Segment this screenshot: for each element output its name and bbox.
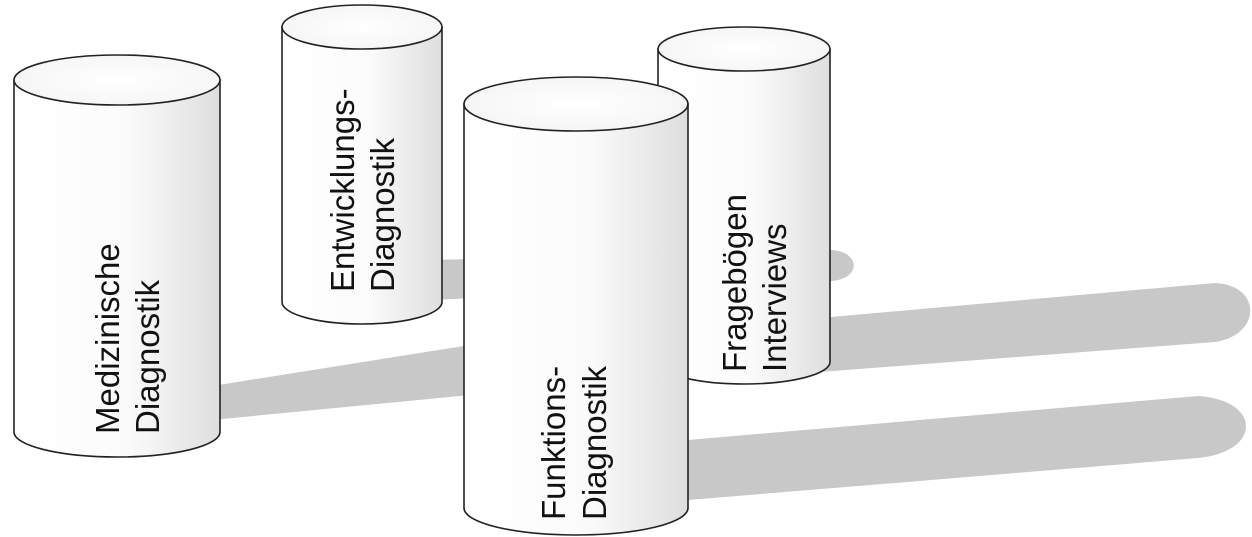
- pillar-funktions-label-line1: Funktions-: [535, 366, 572, 520]
- shadow-funktions: [688, 396, 1246, 500]
- pillar-entwicklungs: Entwicklungs- Diagnostik: [281, 4, 443, 325]
- pillar-funktions-top: [463, 76, 689, 132]
- pillar-frageboegen: Fragebögen Interviews: [657, 26, 831, 385]
- shadow-frageboegen: [820, 283, 1251, 372]
- pillar-entwicklungs-label-line2: Diagnostik: [364, 137, 401, 292]
- pillar-funktions-label-line2: Diagnostik: [576, 365, 613, 520]
- shadow-medizinische: [212, 345, 470, 420]
- pillar-entwicklungs-top: [281, 4, 443, 50]
- pillar-frageboegen-label-line2: Interviews: [756, 223, 793, 372]
- pillar-medizinische-label-line2: Diagnostik: [129, 279, 166, 434]
- pillar-frageboegen-label-line1: Fragebögen: [716, 194, 753, 372]
- pillar-frageboegen-top: [657, 26, 831, 72]
- pillar-entwicklungs-body: [281, 26, 443, 325]
- pillar-medizinische-top: [13, 54, 221, 106]
- pillar-funktions: Funktions- Diagnostik: [463, 76, 689, 536]
- pillar-medizinische: Medizinische Diagnostik: [13, 54, 221, 458]
- pillar-funktions-body: [463, 103, 689, 536]
- pillar-entwicklungs-label-line1: Entwicklungs-: [324, 88, 361, 292]
- pillar-medizinische-body: [13, 79, 221, 458]
- pillar-medizinische-label-line1: Medizinische: [89, 243, 126, 434]
